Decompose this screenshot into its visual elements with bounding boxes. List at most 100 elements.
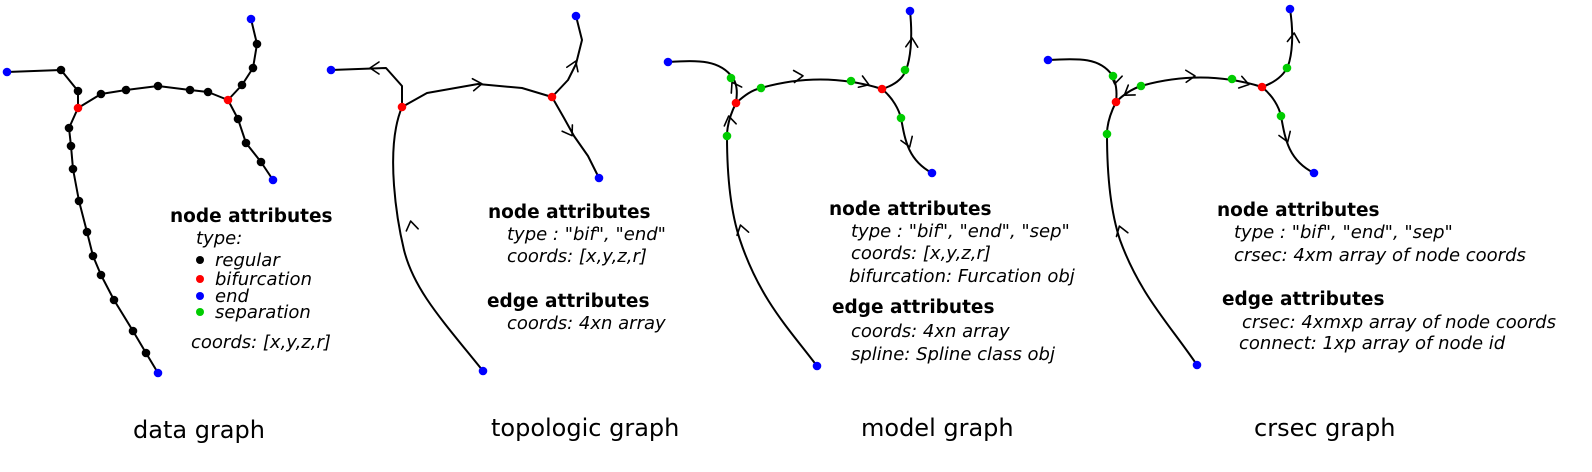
- separation-node: [900, 65, 910, 75]
- edge-line: [1261, 86, 1315, 174]
- arrowhead-icon: [1123, 84, 1136, 96]
- legend-label: bifurcation: [215, 269, 312, 290]
- edge-line: [330, 67, 403, 108]
- model-edge-line: coords: 4xn array: [851, 321, 1010, 342]
- bifurcation-node: [223, 95, 233, 105]
- bifurcation-node: [1111, 97, 1121, 107]
- end-node: [1043, 55, 1053, 65]
- regular-node: [237, 80, 247, 90]
- model-edge-attributes-header: edge attributes: [832, 297, 995, 318]
- crsec-node-line: type : "bif", "end", "sep": [1234, 222, 1453, 243]
- regular-node: [66, 141, 76, 151]
- edge-line: [881, 10, 913, 90]
- bifurcation-node: [73, 103, 83, 113]
- topologic-edge-line: coords: 4xn array: [507, 313, 666, 334]
- end-node: [1285, 4, 1295, 14]
- end-node: [812, 361, 822, 371]
- topologic-edge-attributes-header: edge attributes: [487, 291, 650, 312]
- legend-item-bifurcation: bifurcation: [196, 270, 312, 290]
- model-node-line: bifurcation: Furcation obj: [849, 266, 1075, 287]
- arrowhead-icon: [1237, 75, 1250, 89]
- regular-node: [233, 114, 243, 124]
- separation-node: [1227, 74, 1237, 84]
- regular-node: [64, 123, 74, 133]
- crsec-node-attributes-header: node attributes: [1217, 200, 1380, 221]
- regular-dot-icon: [196, 256, 204, 264]
- edge-line: [68, 107, 159, 374]
- model-graph-drawing: [663, 6, 937, 371]
- data-graph-caption: data graph: [133, 416, 265, 444]
- regular-node: [128, 326, 138, 336]
- separation-node: [1282, 63, 1292, 73]
- arrowhead-icon: [904, 37, 919, 49]
- separation-node: [846, 76, 856, 86]
- edge-line: [392, 106, 484, 372]
- edge-line: [227, 99, 274, 181]
- regular-node: [88, 251, 98, 261]
- end-node: [594, 173, 604, 183]
- edge-line: [551, 15, 583, 98]
- end-node: [153, 368, 163, 378]
- regular-node: [203, 87, 213, 97]
- regular-node: [141, 348, 151, 358]
- model-node-line: coords: [x,y,z,r]: [851, 243, 991, 264]
- topologic-node-line: type : "bif", "end": [507, 224, 666, 245]
- arrowhead-icon: [405, 220, 419, 232]
- separation-node: [896, 113, 906, 123]
- regular-node: [248, 63, 258, 73]
- arrowhead-icon: [561, 124, 574, 137]
- end-node: [478, 366, 488, 376]
- bifurcation-node: [397, 102, 407, 112]
- legend-label: end: [215, 286, 249, 307]
- end-node: [268, 175, 278, 185]
- end-node: [246, 14, 256, 24]
- crsec-graph-caption: crsec graph: [1254, 414, 1396, 442]
- separation-dot-icon: [196, 308, 204, 316]
- bifurcation-node: [1257, 82, 1267, 92]
- arrowhead-icon: [1286, 32, 1301, 44]
- regular-node: [109, 295, 119, 305]
- regular-node: [252, 39, 262, 49]
- separation-node: [722, 131, 732, 141]
- edge-line: [551, 96, 600, 179]
- regular-node: [56, 65, 66, 75]
- regular-node: [68, 164, 78, 174]
- edge-line: [1106, 101, 1198, 366]
- edge-line: [1261, 8, 1294, 88]
- separation-node: [1108, 71, 1118, 81]
- separation-node: [756, 83, 766, 93]
- edge-line: [726, 102, 818, 367]
- regular-node: [121, 85, 131, 95]
- separation-node: [1276, 111, 1286, 121]
- bifurcation-node: [731, 98, 741, 108]
- crsec-graph-drawing: [1043, 4, 1319, 370]
- edge-line: [667, 60, 738, 104]
- regular-node: [185, 85, 195, 95]
- end-node: [905, 6, 915, 16]
- arrowhead-icon: [900, 135, 914, 148]
- end-dot-icon: [196, 292, 204, 300]
- edge-line: [1047, 58, 1118, 103]
- regular-node: [241, 138, 251, 148]
- bifurcation-dot-icon: [196, 275, 204, 283]
- topologic-node-attributes-header: node attributes: [488, 202, 651, 223]
- separation-node: [1136, 81, 1146, 91]
- data-coords-line: coords: [x,y,z,r]: [191, 332, 331, 353]
- regular-node: [74, 196, 84, 206]
- end-node: [2, 67, 12, 77]
- model-edge-line: spline: Spline class obj: [851, 344, 1055, 365]
- regular-node: [82, 227, 92, 237]
- arrowhead-icon: [1278, 130, 1292, 143]
- edge-line: [881, 88, 933, 174]
- legend-item-end: end: [196, 287, 249, 307]
- crsec-node-line: crsec: 4xm array of node coords: [1234, 245, 1526, 266]
- edge-line: [6, 69, 79, 109]
- arrowhead-icon: [736, 224, 750, 237]
- topologic-graph-caption: topologic graph: [491, 414, 680, 442]
- arrowhead-icon: [471, 77, 483, 92]
- end-node: [927, 168, 937, 178]
- end-node: [571, 11, 581, 21]
- arrowhead-icon: [730, 81, 743, 94]
- crsec-edge-attributes-header: edge attributes: [1222, 289, 1385, 310]
- edge-line: [401, 83, 553, 108]
